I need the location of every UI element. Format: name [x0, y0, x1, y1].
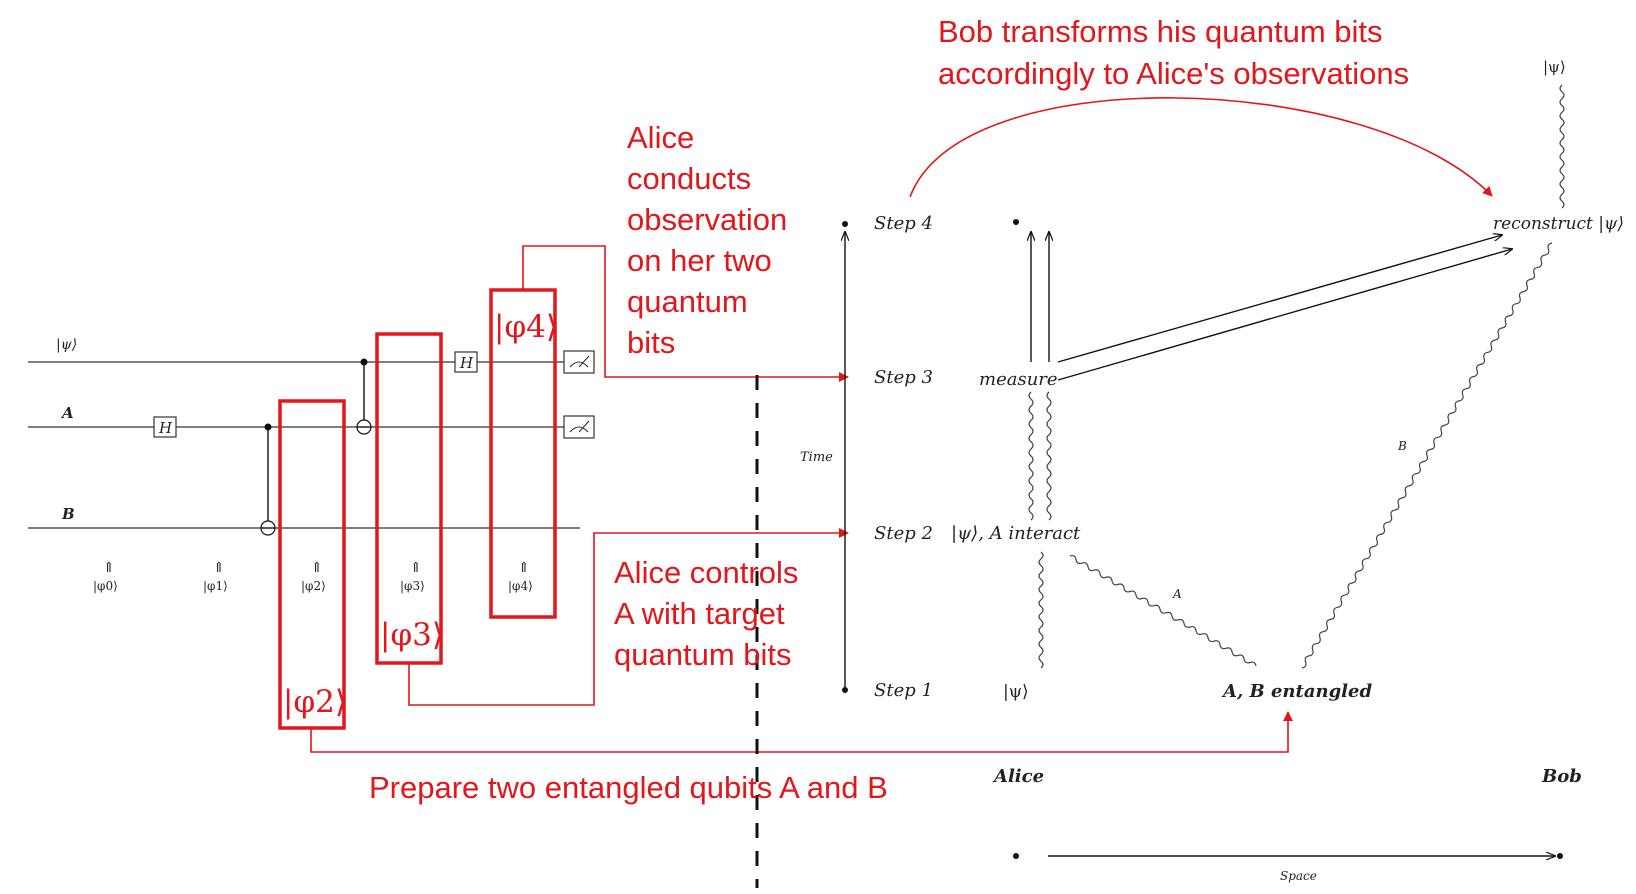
- step-1-label: Step 1: [874, 680, 933, 701]
- event-reconstruct: reconstruct |ψ⟩: [1493, 214, 1624, 234]
- classical-link-2: [1057, 249, 1512, 381]
- wavy-measure-left: [1028, 391, 1034, 521]
- annotation-prepare: Prepare two entangled qubits A and B: [369, 770, 888, 805]
- state-marker-1: ⇑ |φ1⟩: [203, 560, 228, 593]
- time-label: Time: [800, 450, 833, 465]
- event-psi-end: |ψ⟩: [1543, 58, 1566, 76]
- highlight-phi3: |φ3⟩: [375, 332, 444, 665]
- connector-prepare: [310, 711, 1293, 753]
- event-psi-start: |ψ⟩: [1003, 682, 1029, 702]
- channel-label-b: B: [1397, 439, 1407, 453]
- wire-label-psi: |ψ⟩: [56, 337, 77, 353]
- connector-bob: [909, 97, 1493, 198]
- wavy-channel-b: [1301, 242, 1553, 669]
- svg-text:A with target: A with target: [614, 596, 785, 631]
- svg-text:quantum bits: quantum bits: [614, 637, 792, 672]
- svg-text:conducts: conducts: [627, 161, 751, 196]
- hadamard-gate-a: H: [153, 416, 177, 438]
- bob-label: Bob: [1541, 766, 1582, 787]
- step-2-label: Step 2: [874, 523, 933, 544]
- quantum-circuit: |ψ⟩ A B H H: [28, 337, 595, 593]
- svg-text:|φ3⟩: |φ3⟩: [380, 617, 444, 653]
- svg-text:bits: bits: [627, 325, 675, 360]
- cnot-a-b: [260, 423, 276, 536]
- svg-text:|φ2⟩: |φ2⟩: [301, 579, 326, 593]
- svg-text:Bob transforms his quantum bit: Bob transforms his quantum bits: [938, 14, 1383, 49]
- state-marker-2: ⇑ |φ2⟩: [301, 560, 326, 593]
- connector-observe: [522, 245, 849, 382]
- measure-meter-a: [563, 415, 595, 439]
- svg-text:observation: observation: [627, 202, 787, 237]
- svg-text:|φ4⟩: |φ4⟩: [508, 579, 533, 593]
- cnot-psi-a: [356, 358, 372, 435]
- svg-text:|φ1⟩: |φ1⟩: [203, 579, 228, 593]
- connector-control: [408, 528, 849, 706]
- wire-label-b: B: [61, 505, 75, 523]
- svg-text:⇑: ⇑: [410, 560, 422, 576]
- annotation-observe: Alice conducts observation on her two qu…: [627, 120, 787, 360]
- annotation-control: Alice controls A with target quantum bit…: [614, 555, 798, 672]
- svg-text:⇑: ⇑: [213, 560, 225, 576]
- wavy-psi-up: [1038, 551, 1044, 669]
- svg-text:⇑: ⇑: [518, 560, 530, 576]
- event-entangled: A, B entangled: [1221, 681, 1372, 702]
- wavy-measure-right: [1046, 391, 1052, 521]
- svg-text:quantum: quantum: [627, 284, 748, 319]
- classical-link-1: [1057, 235, 1502, 363]
- svg-text:Alice controls: Alice controls: [614, 555, 798, 590]
- wire-label-a: A: [60, 404, 74, 422]
- space-label: Space: [1280, 869, 1317, 883]
- svg-text:accordingly to Alice's observa: accordingly to Alice's observations: [938, 56, 1409, 91]
- event-measure: measure: [979, 369, 1058, 390]
- state-marker-4: ⇑ |φ4⟩: [508, 560, 533, 593]
- step-3-label: Step 3: [874, 367, 933, 388]
- wavy-output: [1559, 84, 1565, 209]
- hadamard-gate-psi: H: [454, 351, 478, 373]
- svg-text:|φ0⟩: |φ0⟩: [93, 579, 118, 593]
- svg-text:⇑: ⇑: [103, 560, 115, 576]
- svg-text:⇑: ⇑: [311, 560, 323, 576]
- event-interact: |ψ⟩, A interact: [951, 523, 1081, 544]
- spacetime-diagram: Time Step 1 Step 2 Step 3 Step 4 Space A…: [800, 58, 1624, 883]
- highlight-phi2: |φ2⟩: [278, 399, 347, 730]
- annotation-bob: Bob transforms his quantum bits accordin…: [938, 14, 1409, 91]
- svg-text:on her two: on her two: [627, 243, 772, 278]
- svg-text:|φ2⟩: |φ2⟩: [283, 684, 347, 720]
- svg-text:H: H: [158, 419, 173, 437]
- svg-text:|φ3⟩: |φ3⟩: [400, 579, 425, 593]
- alice-label: Alice: [992, 766, 1044, 787]
- svg-text:H: H: [459, 354, 474, 372]
- measure-meter-psi: [563, 350, 595, 374]
- svg-text:Alice: Alice: [627, 120, 694, 155]
- step-4-label: Step 4: [874, 213, 933, 234]
- svg-text:|φ4⟩: |φ4⟩: [494, 309, 558, 345]
- state-marker-3: ⇑ |φ3⟩: [400, 560, 425, 593]
- state-marker-0: ⇑ |φ0⟩: [93, 560, 118, 593]
- wavy-channel-a: [1069, 554, 1257, 667]
- channel-label-a: A: [1172, 587, 1182, 601]
